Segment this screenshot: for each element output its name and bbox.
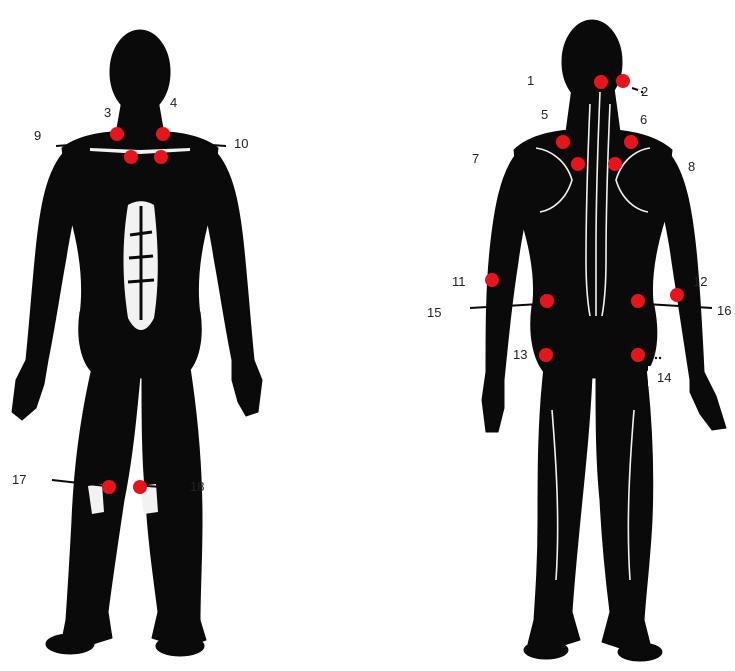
front-arm-left	[12, 150, 80, 420]
label-18: 18	[190, 479, 204, 494]
back-torso	[514, 130, 672, 310]
back-figure	[482, 20, 726, 661]
label-4: 4	[170, 95, 177, 110]
label-1: 1	[527, 73, 534, 88]
label-10: 10	[234, 136, 248, 151]
tender-point-5	[556, 135, 570, 149]
tender-point-8	[608, 157, 622, 171]
back-leg-left	[528, 368, 592, 650]
label-9: 9	[34, 128, 41, 143]
label-3: 3	[104, 105, 111, 120]
tender-point-9	[124, 150, 138, 164]
label-7: 7	[472, 151, 479, 166]
front-arm-right	[200, 150, 262, 416]
back-neck	[566, 88, 620, 132]
label-12: 12	[693, 274, 707, 289]
label-2: 2	[641, 84, 648, 99]
leader-2	[632, 88, 638, 90]
tender-point-12	[670, 288, 684, 302]
tender-point-6	[624, 135, 638, 149]
back-pelvis	[531, 306, 657, 378]
tender-point-11	[485, 273, 499, 287]
tender-point-10	[154, 150, 168, 164]
back-arm-left	[482, 152, 532, 432]
tender-point-14	[631, 348, 645, 362]
front-neck	[116, 100, 164, 134]
back-foot-left	[524, 641, 568, 659]
label-16: 16	[717, 303, 731, 318]
label-14: 14	[657, 370, 671, 385]
tender-point-3	[110, 127, 124, 141]
tender-point-17	[102, 480, 116, 494]
label-17: 17	[12, 472, 26, 487]
tender-point-15	[540, 294, 554, 308]
back-foot-right	[618, 643, 662, 661]
tender-point-7	[571, 157, 585, 171]
front-foot-right	[156, 636, 204, 656]
label-11: 11	[452, 274, 466, 289]
label-5: 5	[541, 107, 548, 122]
front-figure	[12, 30, 262, 656]
back-arm-right	[656, 152, 726, 430]
label-15: 15	[427, 305, 441, 320]
tender-point-1	[594, 75, 608, 89]
tender-point-16	[631, 294, 645, 308]
back-leg-right	[596, 368, 653, 652]
front-foot-left	[46, 634, 94, 654]
label-13: 13	[513, 347, 527, 362]
tender-point-18	[133, 480, 147, 494]
label-8: 8	[688, 159, 695, 174]
tender-point-4	[156, 127, 170, 141]
tender-point-2	[616, 74, 630, 88]
label-6: 6	[640, 112, 647, 127]
tender-point-13	[539, 348, 553, 362]
